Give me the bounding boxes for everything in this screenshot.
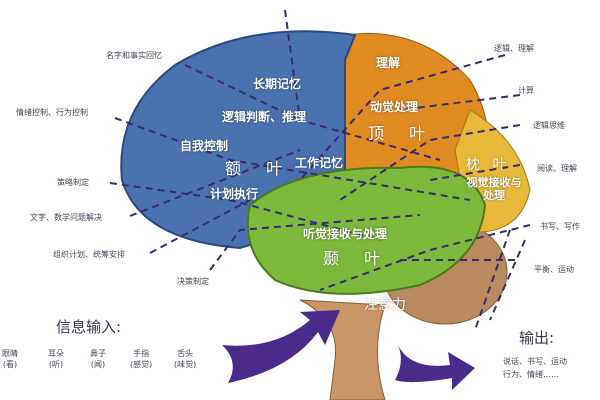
label-auditory-processing: 听觉接收与处理: [303, 227, 388, 241]
label-visual-processing: 视觉接收与处理: [466, 176, 522, 202]
function-label: 逻辑思维: [533, 121, 565, 130]
function-label: 计算: [518, 86, 534, 95]
label-logic-reasoning: 逻辑判断、推理: [222, 110, 307, 124]
label-attention: 注意力: [364, 297, 406, 313]
output-title: 输出:: [519, 329, 555, 347]
function-label: 组织计划、统筹安排: [53, 250, 125, 259]
sense-nose: 鼻子(闻): [90, 349, 106, 369]
temporal-lobe: [246, 165, 487, 295]
function-label: 策略制定: [57, 178, 89, 187]
frontal-lobe-name: 额 叶: [225, 159, 293, 178]
sense-ears: 耳朵(听): [48, 349, 64, 369]
output-line-2: 行为、情绪……: [503, 370, 559, 379]
function-label: 文字、数学问题解决: [30, 213, 102, 222]
sense-tongue: 舌头(味觉): [174, 349, 197, 369]
function-label: 平衡、运动: [534, 265, 574, 274]
input-title: 信息输入:: [56, 318, 122, 336]
parietal-lobe-name: 顶 叶: [368, 124, 436, 143]
label-long-term-memory: 长期记忆: [253, 77, 302, 91]
function-label: 决策制定: [177, 277, 209, 286]
dashed-connections: [109, 9, 531, 331]
function-label: 名字和事实回忆: [106, 51, 162, 60]
output-line-1: 说话、书写、运动: [503, 357, 567, 366]
label-kinesthetic: 动觉处理: [370, 100, 419, 114]
occipital-lobe-name: 枕 叶: [466, 157, 511, 173]
function-label: 阅读、理解: [537, 164, 577, 173]
label-plan-execution: 计划执行: [210, 187, 259, 201]
input-arrow: [222, 310, 340, 383]
sense-eyes: 眼睛(看): [2, 349, 18, 369]
function-label: 书写、写作: [540, 222, 580, 231]
sense-fingers: 手指(感觉): [130, 349, 153, 369]
function-label: 逻辑、理解: [494, 44, 534, 53]
label-self-control: 自我控制: [180, 139, 229, 153]
temporal-lobe-name: 颞 叶: [323, 249, 391, 268]
function-label: 情绪控制、行为控制: [16, 108, 88, 117]
label-working-memory: 工作记忆: [295, 156, 344, 170]
label-comprehension: 理解: [376, 56, 401, 70]
output-arrow: [395, 345, 475, 390]
